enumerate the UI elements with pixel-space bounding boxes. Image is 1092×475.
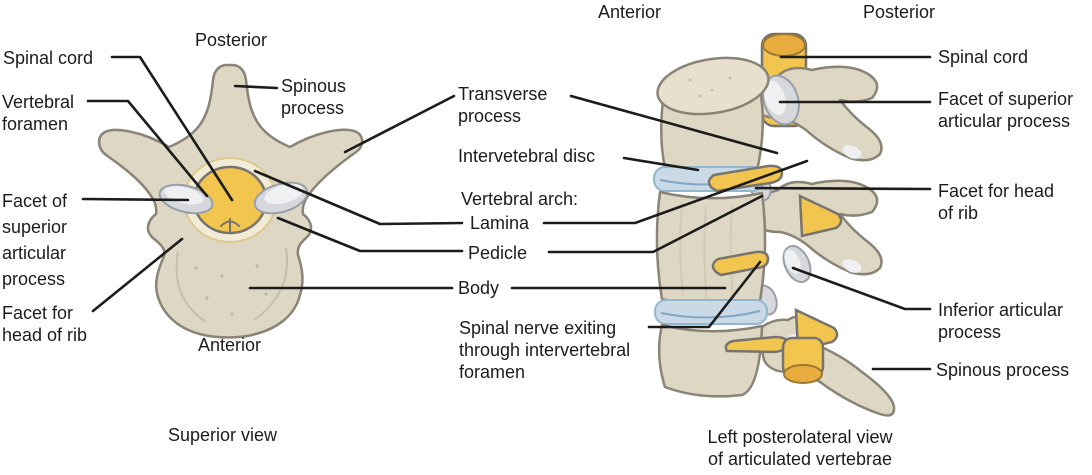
leader-spinous-process-left [233, 84, 279, 90]
spinal-nerve-1 [707, 164, 784, 193]
label-body: Body [458, 278, 500, 298]
label-facet-rib-left: Facet for head of rib [2, 303, 88, 345]
label-spinal-cord-left: Spinal cord [3, 48, 94, 68]
bone-speckle [220, 274, 224, 278]
bone-speckle [230, 312, 234, 316]
leader-pedicle-left [276, 216, 464, 253]
label-intervertebral-disc: Intervetebral disc [458, 146, 596, 166]
superior-view-illustration [97, 63, 364, 339]
leader-vertebral-foramen [86, 99, 209, 198]
label-inferior-articular: Inferior articular process [938, 300, 1064, 342]
leader-inferior-articular [791, 266, 932, 311]
leader-lamina-right [542, 159, 809, 225]
disc-2-line [660, 310, 761, 319]
leader-spinal-cord-left [110, 55, 234, 202]
leader-facet-superior-left [81, 197, 190, 202]
label-facet-superior-right: Facet of superior articular process [938, 89, 1074, 131]
vertebra3-body [657, 323, 764, 398]
leader-pedicle-right [547, 194, 764, 254]
label-vertebral-foramen: Vertebral foramen [2, 92, 75, 134]
spinal-cord-cut-surface [762, 33, 806, 57]
leader-intervertebral-disc [622, 156, 700, 172]
leader-facet-rib-left [91, 237, 184, 313]
right-superior-articular-facet [253, 181, 309, 215]
label-facet-rib-right: Facet for head of rib [938, 181, 1055, 223]
intervertebral-disc-2 [654, 299, 768, 325]
label-facet-superior-left: Facet of superior articular process [2, 191, 68, 289]
label-vertebral-arch: Vertebral arch: [461, 189, 579, 209]
label-spinal-nerve: Spinal nerve exiting through interverteb… [459, 318, 631, 382]
cord-fissure [220, 218, 240, 233]
caption-superior-view: Superior view [168, 425, 278, 445]
nerve-root-patch-1 [798, 193, 843, 238]
label-spinous-process-right: Spinous process [936, 360, 1070, 380]
superior-articular-facet [762, 74, 800, 126]
label-pedicle: Pedicle [468, 243, 528, 263]
spinal-cord-bottom-end [783, 364, 823, 384]
bone-speckle [194, 266, 198, 270]
spinal-nerve-2 [711, 250, 770, 277]
vertebra1-body [656, 56, 770, 177]
bone-speckle [255, 264, 259, 268]
leader-lines [81, 55, 932, 371]
leader-spinal-nerve [647, 260, 762, 329]
bone-speckle [264, 292, 268, 296]
bone-speckle [205, 296, 209, 300]
leader-transverse-to-left-figure [343, 94, 456, 154]
leader-lamina-left [253, 169, 464, 226]
label-spinal-cord-right: Spinal cord [938, 47, 1029, 67]
orientation-posterior-left: Posterior [195, 30, 268, 50]
label-lamina: Lamina [470, 213, 530, 233]
posterolateral-view-illustration [653, 32, 896, 417]
leader-facet-rib-right [754, 186, 932, 191]
label-transverse-process: Transverse process [458, 84, 548, 126]
leader-transverse-to-right-figure [569, 94, 779, 155]
orientation-posterior-right: Posterior [863, 2, 936, 22]
label-spinous-process-left: Spinous process [281, 76, 347, 118]
orientation-anterior-right: Anterior [598, 2, 662, 22]
orientation-anterior-left: Anterior [198, 335, 262, 355]
caption-posterolateral-view: Left posterolateral view of articulated … [707, 427, 893, 469]
